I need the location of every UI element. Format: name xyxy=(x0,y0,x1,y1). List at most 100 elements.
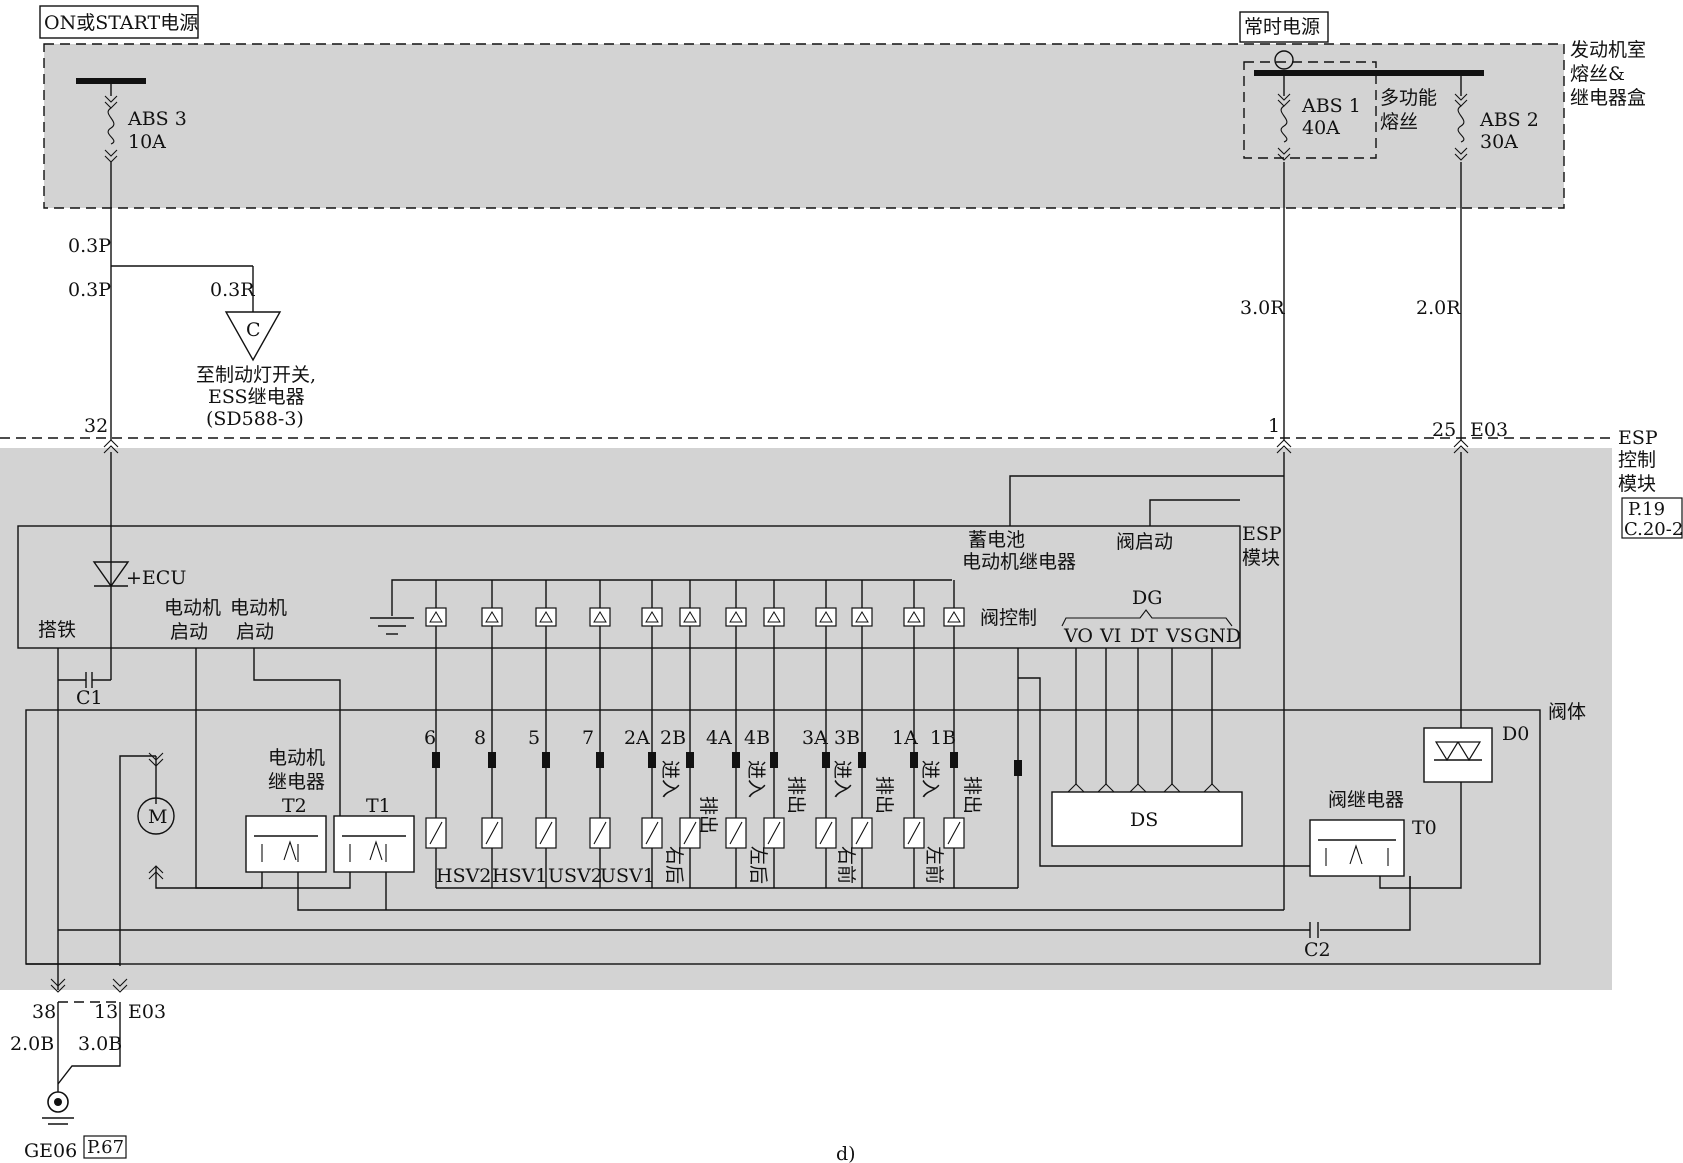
valve-connector-5 xyxy=(686,752,694,768)
valve-driver-arrow-3 xyxy=(593,611,607,623)
on-start-power-box xyxy=(39,5,199,39)
esp-module-label-1: ESP xyxy=(1242,523,1282,545)
conn-e03-top: E03 xyxy=(1470,419,1508,441)
rear-right-label: 右后 xyxy=(663,846,685,884)
valve-driver-arrow-10 xyxy=(907,611,921,623)
valve-solenoid-slash-6 xyxy=(729,821,743,845)
brake-note-1: 至制动灯开关, xyxy=(196,364,316,386)
ground-ge06-icon xyxy=(47,1091,69,1113)
valve-out-2b: 排出 xyxy=(697,796,719,834)
motor-relay-label-2: 继电器 xyxy=(268,771,325,793)
valve-solenoid-slash-3 xyxy=(593,821,607,845)
valve-driver-arrow-4 xyxy=(645,611,659,623)
esp-control-label-1: ESP xyxy=(1618,427,1658,449)
d0-box xyxy=(1423,727,1493,783)
fuse-box-label-2: 熔丝& xyxy=(1570,63,1625,85)
valve-driver-arrow-11 xyxy=(947,611,961,623)
valve-out-1b: 排出 xyxy=(961,776,983,814)
valve-connector-9 xyxy=(858,752,866,768)
abs3-rating: 10A xyxy=(128,131,166,153)
valve-num-2a: 2A xyxy=(624,727,650,749)
pin-25-label: 25 xyxy=(1432,419,1456,441)
c2-label: C2 xyxy=(1304,939,1331,961)
valve-num-1a: 1A xyxy=(892,727,918,749)
valve-in-4a: 进入 xyxy=(745,760,767,798)
valve-driver-icon-4 xyxy=(641,607,663,627)
valve-connector-7 xyxy=(770,752,778,768)
connector-circle-icon xyxy=(1274,50,1294,70)
valve-out-3b: 排出 xyxy=(873,776,895,814)
caption: d) xyxy=(836,1143,856,1163)
motor-start-2-b: 启动 xyxy=(236,621,274,643)
valve-solenoid-slash-4 xyxy=(645,821,659,845)
relay-t1-box xyxy=(333,815,415,873)
abs2-label: ABS 2 xyxy=(1479,109,1539,131)
fuse-box-label-1: 发动机室 xyxy=(1570,39,1646,61)
connector-c-label: C xyxy=(246,319,261,341)
d0-label: D0 xyxy=(1502,723,1529,745)
valve-driver-icon-11 xyxy=(943,607,965,627)
valve-out-4b: 排出 xyxy=(785,776,807,814)
ecu-label: +ECU xyxy=(126,567,186,589)
battery-relay-label-2: 电动机继电器 xyxy=(962,551,1076,573)
c1-label: C1 xyxy=(76,687,103,709)
esp-module-label-2: 模块 xyxy=(1242,547,1280,569)
valve-columns xyxy=(425,580,965,888)
ref-box-p19 xyxy=(1621,497,1683,539)
valve-num-3b: 3B xyxy=(834,727,860,749)
valve-relay-label: 阀继电器 xyxy=(1328,789,1404,811)
ds-label: DS xyxy=(1130,809,1158,831)
valve-num-1b: 1B xyxy=(930,727,956,749)
valve-connector-1 xyxy=(488,752,496,768)
dg-pin-vi: VI xyxy=(1099,625,1121,647)
wire-20r: 2.0R xyxy=(1416,297,1461,319)
d0-diode-icon xyxy=(1434,741,1482,762)
t0-label: T0 xyxy=(1412,817,1437,839)
valve-driver-icon-2 xyxy=(535,607,557,627)
valve-driver-icon-6 xyxy=(725,607,747,627)
pin-38-label: 38 xyxy=(32,1001,56,1023)
t1-label: T1 xyxy=(366,795,391,817)
valve-body-label: 阀体 xyxy=(1548,701,1586,723)
multi-fuse-dash-box xyxy=(1243,61,1377,159)
valve-solenoid-slash-2 xyxy=(539,821,553,845)
wire-03r: 0.3R xyxy=(210,279,255,301)
valve-connector-2 xyxy=(542,752,550,768)
motor-icon xyxy=(137,797,175,835)
valve-driver-icon-0 xyxy=(425,607,447,627)
pin-13-label: 13 xyxy=(94,1001,118,1023)
valve-num-3a: 3A xyxy=(802,727,828,749)
valve-solenoid-slash-7 xyxy=(767,821,781,845)
motor-start-2-a: 电动机 xyxy=(230,597,287,619)
valve-solenoid-slash-0 xyxy=(429,821,443,845)
multi-fuse-label-1: 多功能 xyxy=(1380,87,1437,109)
valve-in-2a: 进入 xyxy=(659,760,681,798)
front-left-label: 左前 xyxy=(923,846,945,884)
valve-driver-icon-1 xyxy=(481,607,503,627)
connector-c-triangle-icon xyxy=(224,311,282,362)
ground-label: 搭铁 xyxy=(38,619,76,641)
valve-usv1: USV1 xyxy=(600,865,655,887)
valve-solenoid-slash-1 xyxy=(485,821,499,845)
busbar-right xyxy=(1254,70,1484,76)
valve-connector-6 xyxy=(732,752,740,768)
abs1-rating: 40A xyxy=(1302,117,1340,139)
front-right-label: 右前 xyxy=(835,846,857,884)
valve-driver-icon-3 xyxy=(589,607,611,627)
esp-control-label-2: 控制 xyxy=(1618,449,1656,471)
valve-connector-0 xyxy=(432,752,440,768)
ref-c20: C.20-2 xyxy=(1624,519,1683,540)
rear-left-label: 左后 xyxy=(747,846,769,884)
on-start-power-label: ON或START电源 xyxy=(44,12,198,34)
valve-common-connector xyxy=(1014,760,1022,776)
valve-solenoid-slash-5 xyxy=(683,821,697,845)
valve-num-8: 8 xyxy=(474,727,486,749)
valve-connector-3 xyxy=(596,752,604,768)
pin-1-label: 1 xyxy=(1268,415,1280,437)
wire-03p-b: 0.3P xyxy=(68,279,111,301)
ref-box-p67 xyxy=(83,1135,127,1159)
valve-driver-arrow-2 xyxy=(539,611,553,623)
valve-solenoid-slash-11 xyxy=(947,821,961,845)
valve-in-3a: 进入 xyxy=(831,760,853,798)
